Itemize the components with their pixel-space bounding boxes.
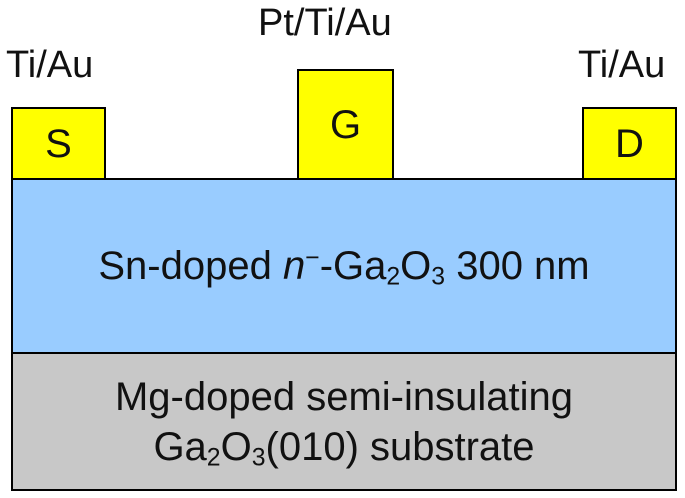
source-contact: S [11,107,106,180]
channel-layer-label: Sn-doped n−-Ga2O3 300 nm [98,244,590,291]
source-contact-label: S [45,121,72,166]
substrate-label-line1: Mg-doped semi-insulating [114,374,573,419]
channel-layer: Sn-doped n−-Ga2O3 300 nm [11,178,677,354]
drain-metal-label: Ti/Au [578,44,666,86]
substrate-layer: Mg-doped semi-insulating Ga2O3(010) subs… [11,352,677,491]
drain-contact-label: D [615,121,644,166]
drain-contact: D [582,107,677,180]
carrier-symbol: n [282,244,306,288]
gate-metal-label: Pt/Ti/Au [258,2,392,44]
gate-contact: G [297,69,394,180]
source-metal-label: Ti/Au [6,44,94,86]
gate-contact-label: G [329,102,362,147]
substrate-label-line2: Ga2O3(010) substrate [153,424,535,471]
